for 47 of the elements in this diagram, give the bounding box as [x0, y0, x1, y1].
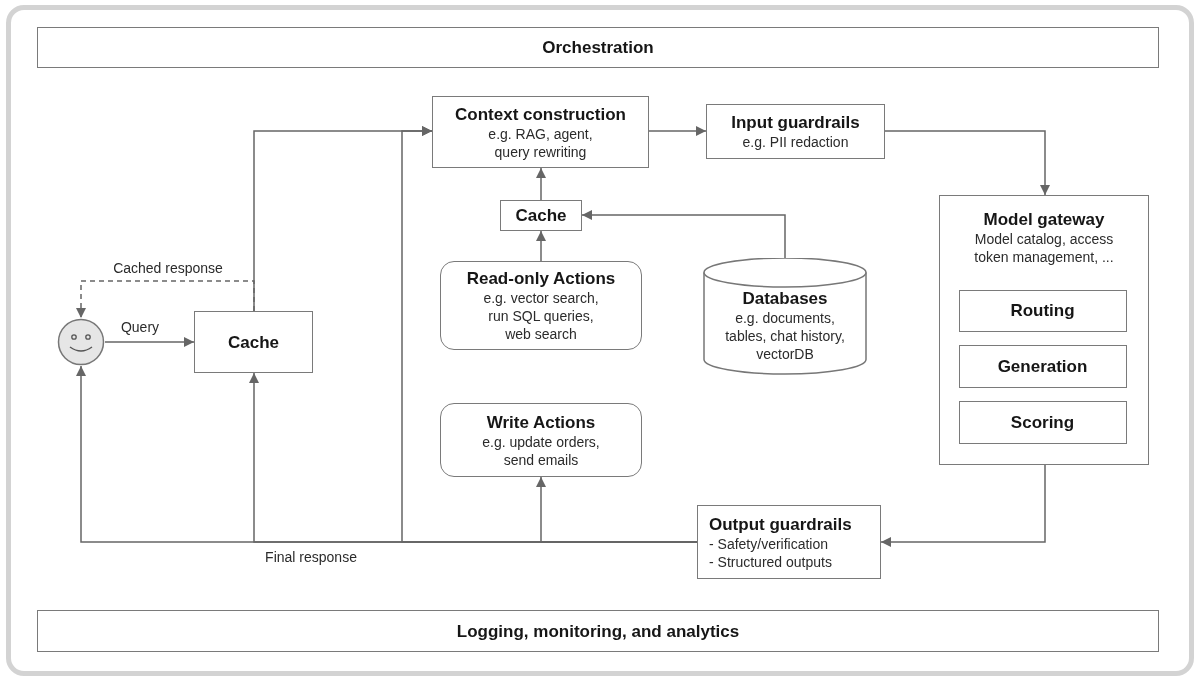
process-box [958, 344, 1127, 388]
arrow [536, 230, 546, 262]
arrow [581, 210, 786, 259]
process-box [706, 104, 885, 159]
box-description: Model catalog, access token management, ... [973, 230, 1115, 266]
arrow [884, 130, 1050, 196]
dashed-arrow [76, 280, 255, 319]
edge-label: Final response [263, 549, 359, 566]
box-title: Orchestration [542, 37, 654, 58]
process-box [958, 400, 1127, 444]
arrow [536, 167, 546, 201]
box-description: - Safety/verification [709, 534, 829, 553]
box-title: Output guardrails [709, 513, 852, 535]
box-title: Logging, monitoring, and analytics [456, 620, 740, 642]
header-band [37, 27, 1159, 68]
box-description: e.g. update orders, send emails [481, 432, 601, 469]
box-title: Cache [515, 205, 567, 226]
box-title: Cache [228, 331, 279, 353]
box-description: - Structured outputs [709, 552, 832, 571]
arrow [104, 337, 195, 347]
gateway-panel [939, 195, 1149, 465]
edge-label: Query [118, 319, 162, 336]
box-title: Databases [742, 288, 828, 309]
box-description: e.g. PII redaction [742, 133, 849, 151]
process-box [194, 311, 313, 373]
box-title: Context construction [455, 103, 626, 125]
process-box [697, 505, 881, 579]
edge-label: Cached response [111, 260, 225, 277]
box-title: Input guardrails [731, 112, 860, 133]
footer-band [37, 610, 1159, 652]
box-description: e.g. vector search, run SQL queries, web search [482, 289, 600, 343]
process-box [958, 289, 1127, 332]
box-description: e.g. RAG, agent, query rewriting [487, 124, 594, 161]
process-box [500, 200, 582, 231]
box-title: Generation [997, 355, 1088, 377]
rounded-box [440, 403, 642, 477]
box-title: Routing [1010, 300, 1075, 321]
arrow [648, 126, 707, 136]
box-title: Write Actions [486, 411, 596, 433]
smiley-face-icon [57, 318, 105, 366]
rounded-box [440, 261, 642, 350]
arrow [880, 464, 1046, 547]
process-box [432, 96, 649, 168]
box-title: Scoring [1010, 411, 1075, 433]
box-title: Read-only Actions [466, 268, 616, 289]
box-description: e.g. documents, tables, chat history, vectorDB [724, 309, 846, 363]
box-title: Model gateway [983, 209, 1105, 230]
